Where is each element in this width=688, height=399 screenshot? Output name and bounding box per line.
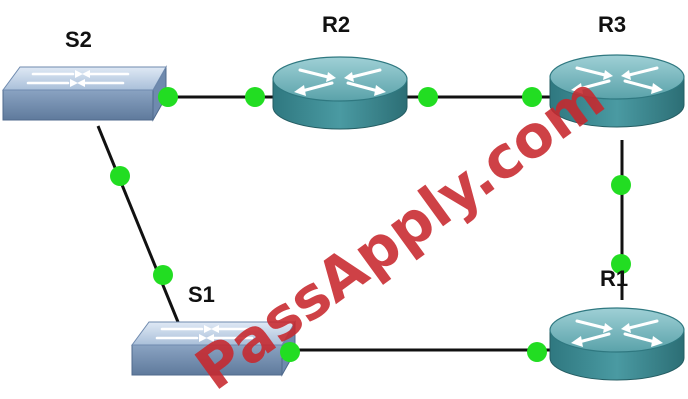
node-label-r1: R1 — [600, 266, 628, 291]
router-r1[interactable] — [548, 306, 686, 382]
link-s2-s1[interactable] — [96, 125, 180, 323]
port-dot — [110, 166, 130, 186]
port-dot — [522, 87, 542, 107]
node-label-s1: S1 — [188, 282, 215, 307]
router-r2[interactable] — [271, 55, 409, 131]
port-dots — [110, 87, 631, 362]
port-dot — [418, 87, 438, 107]
port-dot — [611, 175, 631, 195]
switch-s2[interactable] — [1, 65, 168, 122]
port-dot — [611, 254, 631, 274]
port-dot — [153, 265, 173, 285]
node-label-r3: R3 — [598, 12, 626, 37]
node-label-r2: R2 — [322, 12, 350, 37]
port-dot — [245, 87, 265, 107]
node-label-s2: S2 — [65, 27, 92, 52]
port-dot — [158, 87, 178, 107]
port-dot — [527, 342, 547, 362]
port-dot — [280, 342, 300, 362]
